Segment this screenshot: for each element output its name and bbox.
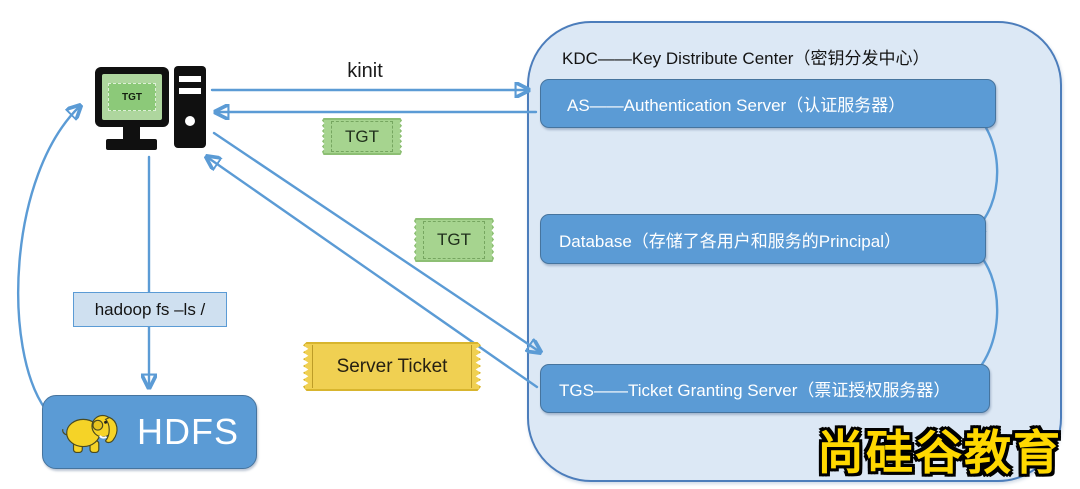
tower-drive-slot (179, 88, 201, 94)
kdc-title: KDC——Key Distribute Center（密钥分发中心） (562, 49, 930, 68)
tgt-ticket-lower-label: TGT (437, 230, 471, 249)
monitor-base (106, 139, 157, 150)
desktop-tower-icon (174, 66, 206, 148)
kinit-label: kinit (347, 60, 383, 82)
tgt-ticket-upper: TGT (322, 118, 402, 155)
monitor-icon: TGT (95, 67, 169, 127)
tgs-server-box: TGS——Ticket Granting Server（票证授权服务器） (540, 364, 990, 413)
tower-power-button (185, 116, 195, 126)
tower-drive-slot (179, 76, 201, 82)
arrow-hdfs-to-client (17, 106, 80, 412)
screen-tgt-label: TGT (122, 91, 142, 103)
hdfs-box: HDFS (42, 395, 257, 469)
server-ticket-label: Server Ticket (336, 355, 448, 377)
arrow-client-to-tgs (212, 131, 540, 352)
hadoop-elephant-icon (62, 414, 118, 453)
arrow-tgs-to-client-serverticket (207, 157, 539, 389)
tgt-ticket-lower: TGT (414, 218, 494, 262)
tgs-server-label: TGS——Ticket Granting Server（票证授权服务器） (559, 381, 951, 400)
server-ticket: Server Ticket (303, 342, 481, 391)
screen-tgt-ticket: TGT (108, 83, 156, 111)
as-server-box: AS——Authentication Server（认证服务器） (540, 79, 996, 128)
watermark-text: 尚硅谷教育 (817, 426, 1062, 479)
monitor-screen: TGT (102, 74, 162, 120)
database-label: Database（存储了各用户和服务的Principal） (559, 231, 901, 251)
hdfs-label: HDFS (137, 411, 239, 452)
as-server-label: AS——Authentication Server（认证服务器） (567, 96, 906, 115)
arrow-tgs-to-database (967, 247, 999, 382)
tgt-ticket-upper-label: TGT (345, 126, 379, 146)
hadoop-command-box: hadoop fs –ls / (73, 292, 227, 327)
database-box: Database（存储了各用户和服务的Principal） (540, 214, 986, 264)
hadoop-command-label: hadoop fs –ls / (94, 299, 206, 319)
monitor-stand (123, 127, 140, 140)
